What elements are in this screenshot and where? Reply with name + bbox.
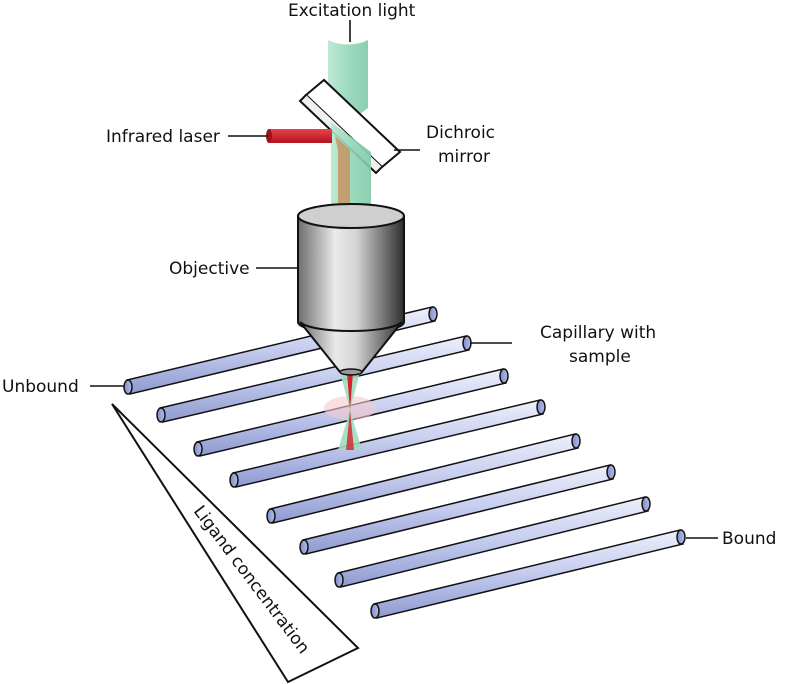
infrared-laser-label: Infrared laser — [106, 127, 220, 147]
capillary-array — [123, 306, 686, 619]
objective — [297, 203, 405, 376]
ligand-concentration-wedge — [111, 403, 360, 684]
capillary-label-line2: sample — [569, 347, 631, 367]
infrared-laser — [266, 129, 350, 214]
capillary-8 — [370, 529, 686, 619]
capillary-6 — [299, 464, 616, 555]
capillary-label-line1: Capillary with — [540, 323, 656, 343]
capillary-2 — [156, 335, 472, 423]
bound-label: Bound — [722, 529, 776, 549]
ligand-concentration-label: Ligand concentration — [189, 502, 313, 658]
focused-beam — [324, 372, 376, 450]
dichroic-mirror-label-line2: mirror — [438, 147, 490, 167]
capillary-5 — [266, 433, 581, 524]
dichroic-mirror-label-line1: Dichroic — [426, 123, 495, 143]
objective-label: Objective — [169, 259, 250, 279]
capillary-7 — [334, 496, 651, 588]
unbound-label: Unbound — [2, 377, 79, 397]
excitation-light-label: Excitation light — [288, 1, 416, 21]
capillary-4 — [229, 399, 546, 488]
leader-lines — [90, 20, 718, 539]
